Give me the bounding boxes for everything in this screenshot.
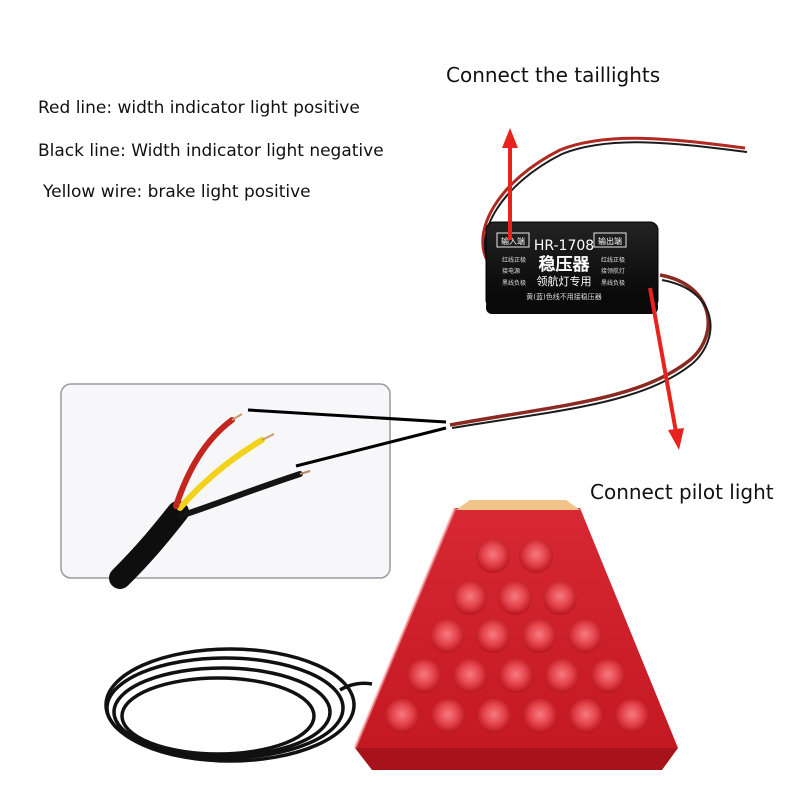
wire-closeup-inset (60, 383, 391, 589)
regulator-input-label-2: 接电源 (502, 267, 520, 275)
callout-pilot-light: Connect pilot light (590, 480, 774, 504)
arrow-to-taillights (502, 128, 518, 240)
legend-black-line: Black line: Width indicator light negati… (38, 141, 384, 161)
cable-to-taillights (481, 136, 746, 263)
regulator-output-label-3: 黑线负极 (601, 279, 625, 287)
leader-line-black (295, 426, 447, 468)
regulator-output-tag: 输出端 (598, 236, 622, 246)
regulator-output-label-2: 接领航灯 (601, 267, 625, 275)
legend-yellow-wire: Yellow wire: brake light positive (43, 182, 311, 202)
legend-red-line: Red line: width indicator light positive (38, 98, 360, 118)
brake-light-leds (385, 539, 649, 733)
callout-taillights: Connect the taillights (446, 63, 661, 87)
regulator-footer-note: 黄(蓝)色线不用接稳压器 (526, 292, 601, 301)
coiled-cable (104, 647, 373, 763)
voltage-regulator (485, 221, 659, 314)
regulator-input-tag: 输入端 (501, 236, 525, 246)
regulator-output-label-1: 红线正极 (601, 256, 625, 264)
regulator-input-label-1: 红线正极 (502, 256, 526, 264)
arrow-to-pilot-light (648, 287, 684, 450)
leader-line-red (247, 408, 447, 424)
regulator-model: HR-1708 (534, 238, 594, 254)
regulator-input-label-3: 黑线负极 (502, 279, 526, 287)
regulator-subtitle: 领航灯专用 (537, 274, 592, 288)
regulator-name: 稳压器 (539, 254, 591, 275)
